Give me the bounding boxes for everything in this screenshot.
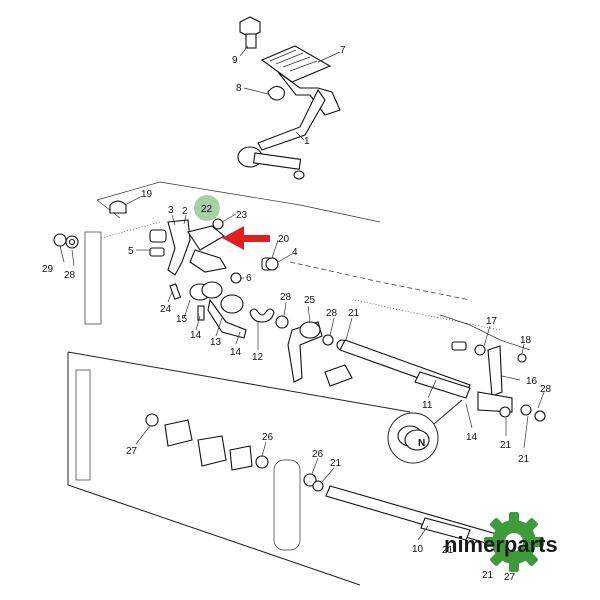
pedal-assembly [237, 16, 341, 180]
spring-12-shape [249, 308, 275, 323]
label-17: 17 [486, 316, 498, 327]
label-21e: 21 [482, 570, 494, 581]
clip-8-shape [267, 85, 285, 101]
brand-logo: nimerparts [444, 512, 558, 572]
label-28d: 28 [540, 384, 552, 395]
label-29: 29 [42, 264, 54, 275]
label-27b: 27 [504, 572, 516, 583]
label-12: 12 [252, 352, 264, 363]
label-20: 20 [278, 234, 290, 245]
label-2: 2 [182, 206, 188, 217]
bracket-2-shape [167, 219, 191, 276]
label-24: 24 [160, 304, 172, 315]
lower-detail-box [67, 351, 501, 586]
label-13: 13 [210, 337, 222, 348]
bolt-9-shape [239, 16, 261, 38]
label-26a: 26 [262, 432, 274, 443]
label-26b: 26 [312, 449, 324, 460]
label-21b: 21 [500, 440, 512, 451]
label-28b: 28 [280, 292, 292, 303]
red-pointer-arrow [222, 226, 270, 250]
label-25: 25 [304, 295, 316, 306]
brand-name: nimerparts [444, 532, 558, 557]
label-21c: 21 [518, 454, 530, 465]
label-6: 6 [246, 273, 252, 284]
callout-n [387, 399, 463, 464]
label-23: 23 [236, 210, 248, 221]
highlight-marker [194, 195, 220, 221]
label-3: 3 [168, 205, 174, 216]
label-1: 1 [304, 136, 310, 147]
frame-outline [84, 181, 531, 351]
label-28a: 28 [64, 270, 76, 281]
label-11: 11 [422, 400, 433, 411]
label-7: 7 [340, 45, 346, 56]
label-14b: 14 [230, 347, 242, 358]
label-28c: 28 [326, 308, 338, 319]
label-8: 8 [236, 83, 242, 94]
label-27a: 27 [126, 446, 138, 457]
label-21a: 21 [348, 308, 360, 319]
label-14a: 14 [190, 330, 202, 341]
gear-icon [484, 512, 544, 572]
label-n: N [418, 438, 425, 449]
label-18: 18 [520, 335, 532, 346]
label-19: 19 [141, 189, 153, 200]
label-15: 15 [176, 314, 188, 325]
linkage-mechanism [53, 200, 546, 422]
label-4: 4 [292, 247, 298, 258]
label-5: 5 [128, 246, 134, 257]
leader-lines [59, 45, 545, 541]
label-9: 9 [232, 55, 238, 66]
part-number-labels: 1 2 3 4 5 6 7 8 9 10 11 12 13 14 14 14 1… [42, 45, 552, 583]
pedal-pad-shape [260, 45, 332, 83]
arm-16-shape [487, 345, 503, 397]
label-21f: 21 [442, 545, 454, 556]
label-22: 22 [201, 204, 213, 215]
pedal-lever-shape [257, 88, 326, 151]
label-14c: 14 [466, 432, 478, 443]
label-16: 16 [526, 376, 538, 387]
plate-22-shape [187, 225, 225, 251]
label-10: 10 [412, 544, 424, 555]
label-21d: 21 [330, 458, 342, 469]
